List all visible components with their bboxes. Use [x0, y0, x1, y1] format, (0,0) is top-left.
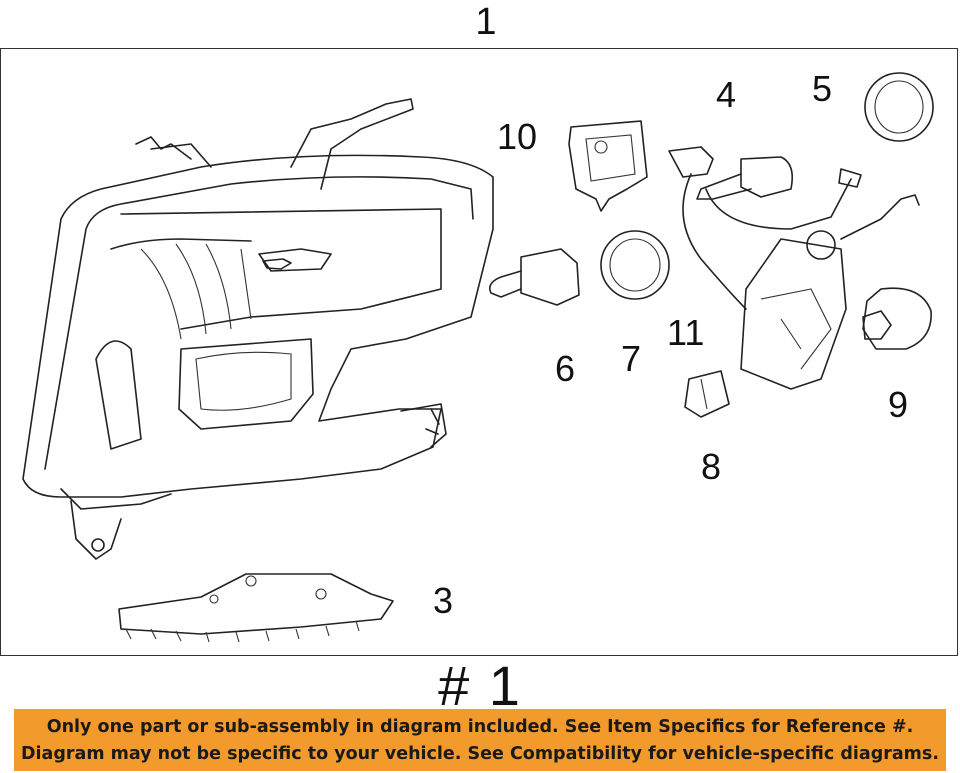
part-7-drawing — [600, 230, 670, 300]
headlamp-assembly-drawing — [22, 98, 494, 560]
callout-7: 7 — [621, 338, 642, 379]
part-5-drawing — [864, 72, 934, 142]
callout-5: 5 — [812, 68, 833, 109]
callout-3: 3 — [433, 580, 454, 621]
part-10-drawing — [568, 120, 648, 212]
notice-banner: Only one part or sub-assembly in diagram… — [14, 709, 946, 771]
reference-number: # 1 — [438, 654, 522, 717]
callout-6: 6 — [555, 348, 576, 389]
part-8-drawing — [684, 370, 730, 418]
callout-8: 8 — [701, 446, 722, 487]
notice-line-2: Diagram may not be specific to your vehi… — [21, 744, 939, 764]
part-9-drawing — [862, 287, 932, 350]
callout-4: 4 — [716, 74, 737, 115]
part-3-drawing — [118, 573, 394, 643]
parts-diagram-frame: 4 5 10 11 7 6 9 8 3 — [0, 48, 958, 656]
callout-11: 11 — [667, 312, 705, 353]
callout-10: 10 — [497, 116, 538, 157]
assembly-number-label: 1 — [475, 1, 497, 43]
part-4-drawing — [696, 156, 794, 200]
callout-9: 9 — [888, 384, 909, 425]
part-11-drawing — [668, 146, 920, 390]
notice-line-1: Only one part or sub-assembly in diagram… — [46, 717, 914, 737]
parts-diagram-illustration — [22, 72, 934, 643]
part-6-drawing — [488, 248, 580, 306]
